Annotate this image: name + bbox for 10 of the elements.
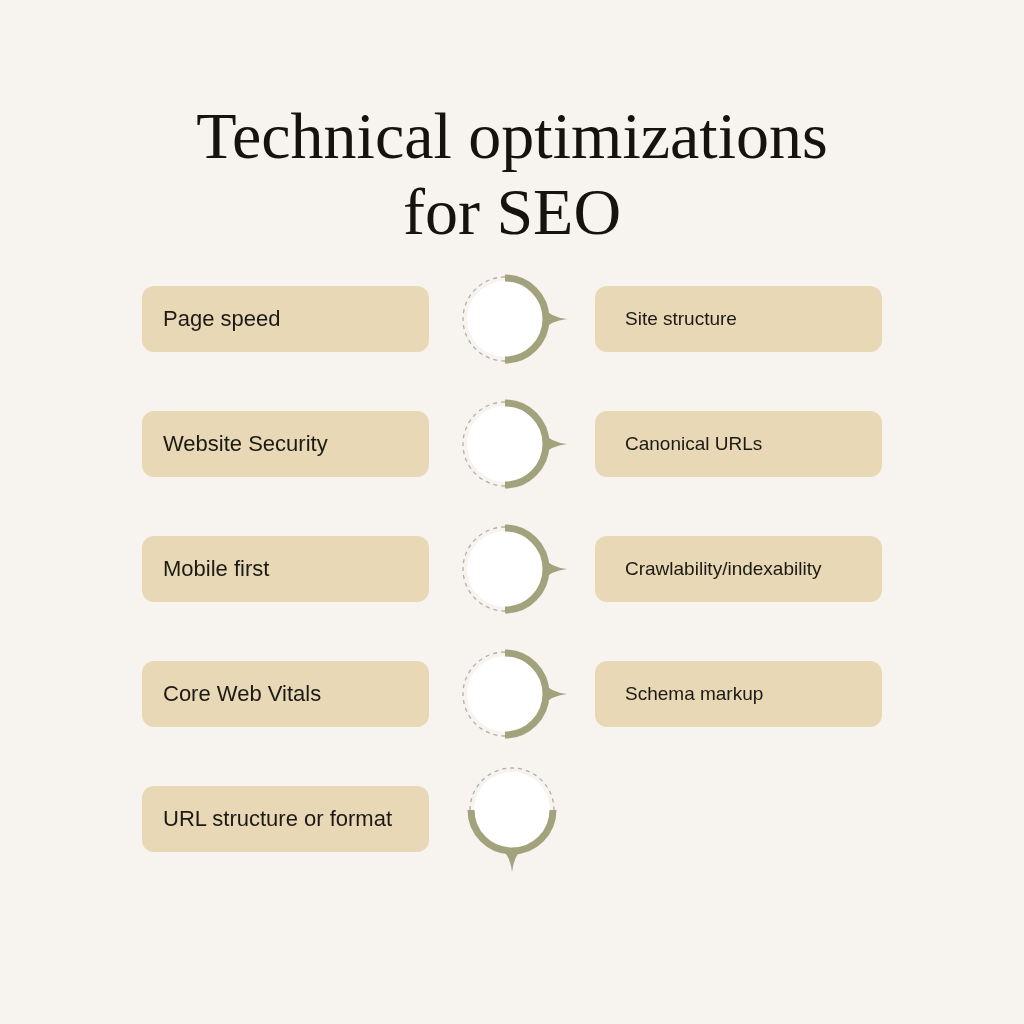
topic-card: Crawlability/indexability — [595, 536, 882, 602]
topic-card: Core Web Vitals — [142, 661, 429, 727]
topic-card: Site structure — [595, 286, 882, 352]
topic-card: Schema markup — [595, 661, 882, 727]
title: Technical optimizations for SEO — [195, 98, 829, 250]
topic-card: Page speed — [142, 286, 429, 352]
topic-card: URL structure or format — [142, 786, 429, 852]
topic-card: Canonical URLs — [595, 411, 882, 477]
topic-card: Website Security — [142, 411, 429, 477]
topic-card: Mobile first — [142, 536, 429, 602]
